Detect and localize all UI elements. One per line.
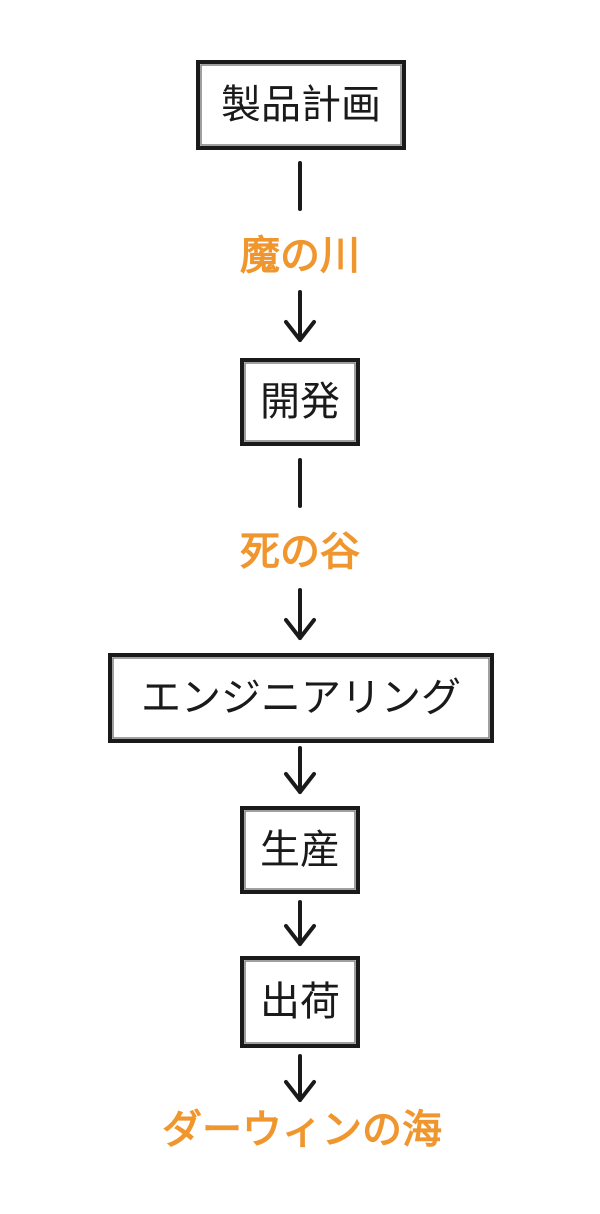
stage-box-shipping: 出荷 [240, 956, 360, 1048]
barrier-label-death-valley: 死の谷 [240, 529, 360, 575]
down-arrow-icon [284, 588, 316, 640]
barrier-label-darwinian-sea: ダーウィンの海 [162, 1107, 442, 1153]
down-arrow-icon [284, 746, 316, 794]
stage-box-engineering: エンジニアリング [108, 653, 494, 743]
stage-label-engineering: エンジニアリング [141, 675, 461, 721]
stage-box-planning: 製品計画 [196, 60, 406, 150]
down-arrow-icon [284, 290, 316, 342]
down-arrow-icon [284, 1054, 316, 1102]
down-arrow-icon [284, 900, 316, 946]
barrier-label-devils-river: 魔の川 [240, 233, 360, 279]
stage-label-shipping: 出荷 [260, 979, 340, 1025]
stage-label-planning: 製品計画 [221, 82, 381, 128]
stage-label-development: 開発 [260, 379, 340, 425]
stage-box-development: 開発 [240, 358, 360, 446]
stage-label-production: 生産 [260, 827, 340, 873]
stage-box-production: 生産 [240, 806, 360, 894]
